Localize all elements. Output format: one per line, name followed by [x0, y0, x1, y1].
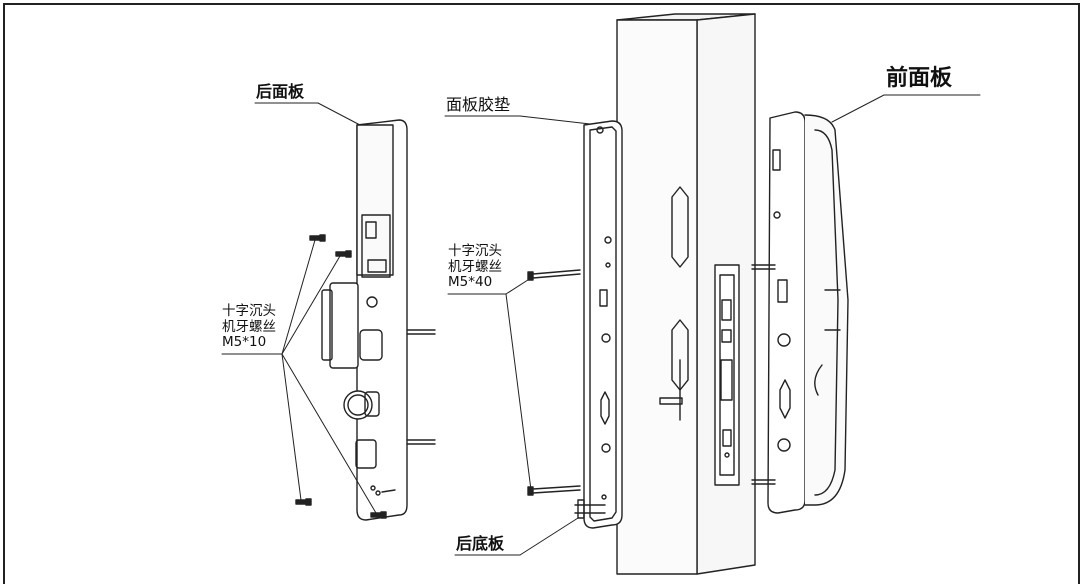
front-panel-label: 前面板 [886, 66, 953, 91]
long-screw-label: 十字沉头 机牙螺丝 M5*40 [448, 243, 502, 291]
long-screws [527, 269, 581, 496]
leader-lines [221, 94, 981, 556]
long-screw-line1: 十字沉头 [448, 243, 502, 259]
long-screw-line3: M5*40 [448, 274, 493, 291]
panel-gasket-label: 面板胶垫 [446, 95, 511, 114]
front-panel [751, 111, 849, 514]
base-plate-pins [574, 499, 606, 519]
short-screw-line3: M5*10 [222, 334, 267, 351]
panel-gasket [583, 120, 623, 529]
rear-base-plate-label: 后底板 [456, 534, 505, 553]
diagram-border [3, 3, 1080, 584]
short-screw-label: 十字沉头 机牙螺丝 M5*10 [222, 303, 276, 351]
rear-panel [321, 119, 436, 521]
long-screw-line2: 机牙螺丝 [448, 258, 502, 275]
short-screw-line1: 十字沉头 [222, 303, 276, 319]
short-screws [295, 234, 387, 519]
door-slab [616, 13, 756, 575]
rear-panel-label: 后面板 [256, 82, 305, 101]
short-screw-line2: 机牙螺丝 [222, 318, 276, 335]
